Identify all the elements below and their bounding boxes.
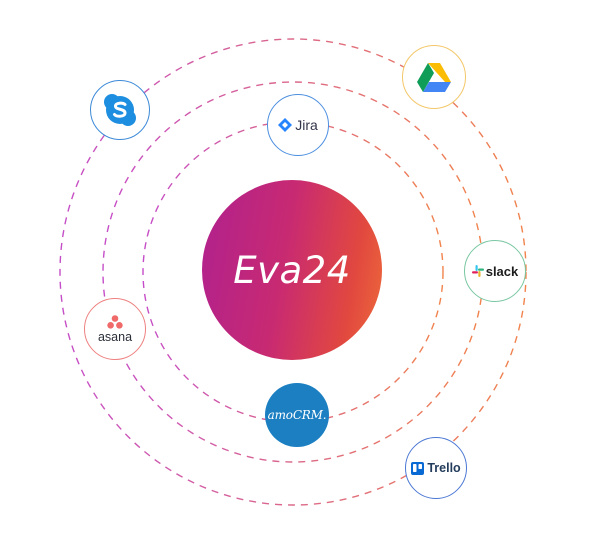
integration-jira[interactable]: Jira — [267, 94, 329, 156]
jira-label: Jira — [295, 117, 318, 133]
hub-title: Eva24 — [233, 248, 351, 292]
trello-label: Trello — [427, 461, 461, 475]
integration-amocrm[interactable]: amoCRM. — [265, 383, 329, 447]
integration-skype[interactable] — [90, 80, 150, 140]
integration-google-drive[interactable] — [402, 45, 466, 109]
asana-label: asana — [97, 329, 133, 344]
integration-slack[interactable]: slack — [464, 240, 526, 302]
jira-icon — [278, 118, 293, 132]
trello-icon — [411, 461, 425, 475]
google-drive-icon — [417, 63, 451, 92]
amocrm-logo: amoCRM. — [267, 408, 327, 422]
skype-icon — [104, 94, 136, 126]
outer-orbit-ring — [59, 38, 527, 506]
eva24-hub: Eva24 — [202, 180, 382, 360]
slack-label: slack — [485, 263, 519, 279]
asana-icon — [107, 314, 123, 329]
slack-icon — [471, 265, 484, 277]
integration-trello[interactable]: Trello — [405, 437, 467, 499]
integration-asana[interactable]: asana — [84, 298, 146, 360]
